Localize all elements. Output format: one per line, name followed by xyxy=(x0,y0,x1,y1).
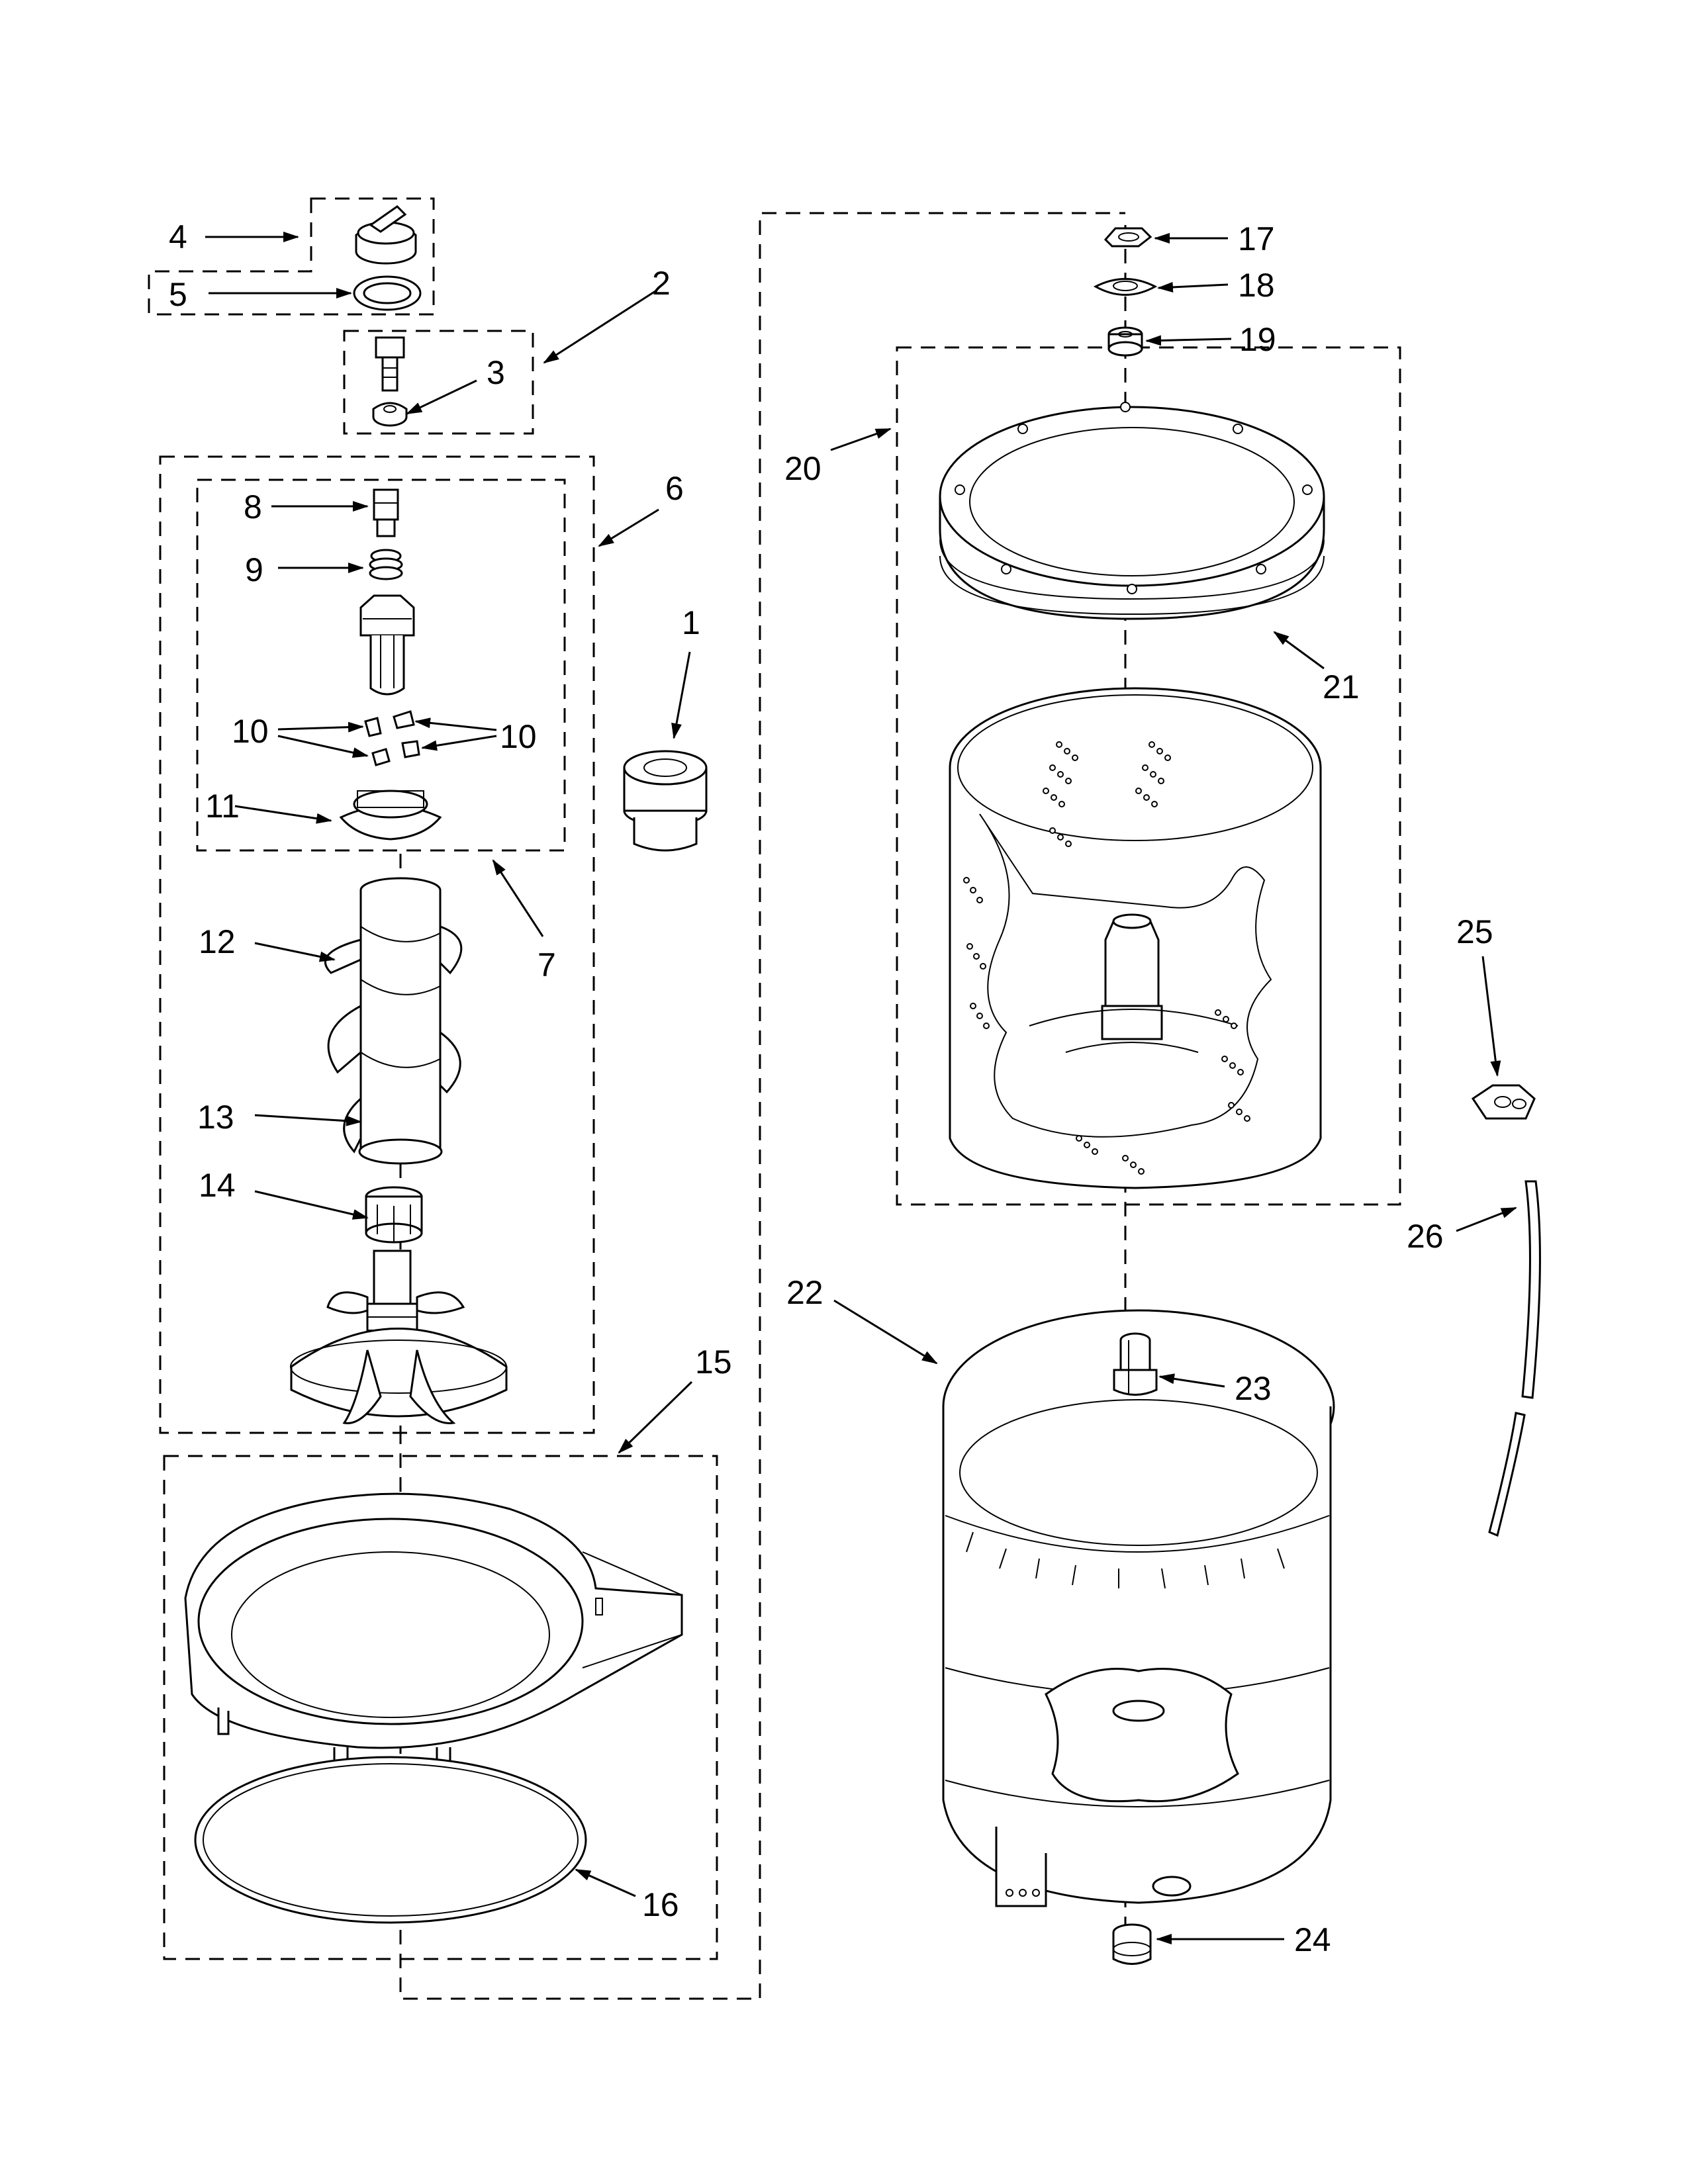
callout-26: 26 xyxy=(1407,1218,1444,1255)
callout-4: 4 xyxy=(169,218,187,255)
part-19-hub xyxy=(1107,326,1143,357)
arrow-10b-1 xyxy=(414,717,497,731)
callout-24: 24 xyxy=(1294,1921,1331,1958)
group-box-6 xyxy=(159,455,595,1434)
arrow-1 xyxy=(671,651,691,739)
arrow-16 xyxy=(575,1868,636,1897)
route-line-main xyxy=(399,212,1125,2000)
callout-labels: 4 5 2 3 6 8 9 10 10 11 1 7 12 13 14 15 1… xyxy=(169,218,1493,1958)
arrow-22 xyxy=(833,1299,938,1365)
callout-7: 7 xyxy=(538,946,556,983)
part-14-agitator-base xyxy=(290,1250,508,1424)
part-26-hose xyxy=(1488,1180,1541,1537)
callout-19: 19 xyxy=(1239,321,1276,358)
arrow-13 xyxy=(254,1114,362,1126)
group-box-2 xyxy=(343,330,534,435)
group-box-15 xyxy=(163,1455,718,1960)
arrow-23 xyxy=(1158,1373,1225,1388)
part-5-seal-ring xyxy=(353,275,422,311)
callout-2: 2 xyxy=(652,265,671,302)
part-15-tub-ring xyxy=(184,1492,683,1782)
part-18-hub-washer xyxy=(1093,278,1158,296)
arrow-14 xyxy=(254,1190,369,1220)
part-11-drive-block xyxy=(339,790,442,841)
part-1-bushing xyxy=(623,750,708,852)
callout-11: 11 xyxy=(205,788,240,825)
callout-16: 16 xyxy=(642,1886,679,1923)
part-25-clip xyxy=(1471,1084,1536,1120)
callout-14: 14 xyxy=(199,1167,236,1204)
callout-18: 18 xyxy=(1238,267,1275,304)
arrow-19 xyxy=(1145,335,1232,346)
arrow-10b-2 xyxy=(421,735,497,751)
part-17-hub-nut xyxy=(1103,227,1152,248)
callout-6: 6 xyxy=(665,470,684,507)
leader-arrows xyxy=(205,232,1517,1944)
part-8-cam xyxy=(373,488,399,537)
arrow-18 xyxy=(1157,281,1229,293)
callout-3: 3 xyxy=(487,354,505,391)
arrow-6 xyxy=(598,508,659,547)
arrow-21 xyxy=(1273,631,1325,670)
callout-10-right: 10 xyxy=(500,718,537,755)
arrow-2 xyxy=(543,290,656,364)
arrow-12 xyxy=(254,942,336,962)
callout-22: 22 xyxy=(786,1274,823,1311)
group-boxes xyxy=(148,197,1401,1960)
arrow-3 xyxy=(406,379,477,415)
arrow-25 xyxy=(1481,956,1501,1077)
arrow-11 xyxy=(234,805,332,824)
part-10-dogs xyxy=(364,710,420,766)
callout-10-left: 10 xyxy=(232,713,269,750)
callout-15: 15 xyxy=(695,1343,732,1381)
callout-23: 23 xyxy=(1235,1370,1272,1407)
part-cam-body xyxy=(359,594,415,696)
callout-12: 12 xyxy=(199,923,236,960)
callout-9: 9 xyxy=(245,551,263,588)
part-4-agitator-cap xyxy=(355,205,417,265)
part-9-spring xyxy=(369,549,403,580)
part-12-auger xyxy=(324,877,463,1165)
arrow-10a-1 xyxy=(277,721,364,733)
part-16-gasket xyxy=(194,1756,587,1924)
arrow-26 xyxy=(1456,1206,1517,1232)
part-24-drain-grommet xyxy=(1112,1923,1152,1965)
part-21-balance-ring xyxy=(939,402,1325,620)
group-box-20 xyxy=(896,346,1401,1206)
part-basket xyxy=(949,687,1322,1189)
basket-perforations xyxy=(963,741,1250,1175)
callout-20: 20 xyxy=(784,450,821,487)
group-box-7 xyxy=(196,478,566,852)
callout-13: 13 xyxy=(197,1099,234,1136)
callout-5: 5 xyxy=(169,276,187,313)
callout-17: 17 xyxy=(1238,220,1275,257)
group-box-4-5 xyxy=(148,197,435,316)
part-3-bolt-washer xyxy=(372,336,408,427)
arrow-15 xyxy=(618,1381,693,1454)
callout-1: 1 xyxy=(682,604,700,641)
arrow-7 xyxy=(492,859,544,937)
callout-21: 21 xyxy=(1323,668,1360,705)
part-22-outer-tub xyxy=(942,1309,1335,1907)
callout-8: 8 xyxy=(244,488,262,525)
arrow-10a-2 xyxy=(277,735,369,758)
part-23-tub-bearing xyxy=(1113,1332,1158,1396)
part-13-coupling xyxy=(365,1186,423,1244)
arrow-20 xyxy=(830,428,892,451)
callout-25: 25 xyxy=(1456,913,1493,950)
